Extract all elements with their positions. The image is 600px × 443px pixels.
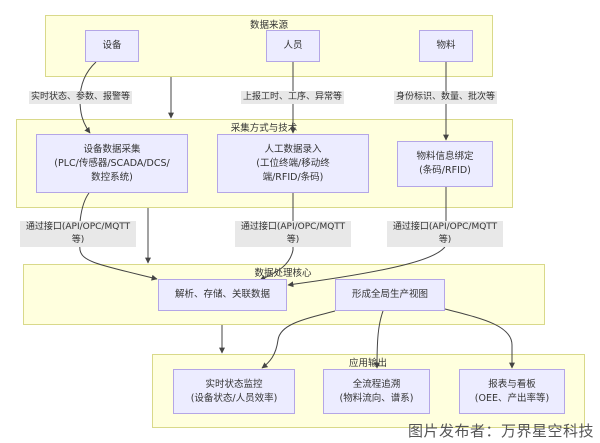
- node-traceability-detail: (物料流向、谱系): [339, 392, 414, 404]
- node-equipment[interactable]: 设备: [85, 30, 139, 62]
- node-reports-detail: (OEE、产出率等): [474, 392, 550, 404]
- node-equipment-label: 设备: [102, 40, 122, 51]
- node-equipment-collect-detail-1: (PLC/传感器/SCADA/DCS/: [54, 157, 170, 169]
- node-material-bind-title: 物料信息绑定: [416, 151, 474, 162]
- cluster-title-processing-core: 数据处理核心: [254, 268, 312, 279]
- cluster-title-data-sources: 数据来源: [249, 20, 289, 31]
- edge-label-entry-interface: 通过接口(API/OPC/MQTT 等): [235, 221, 351, 247]
- cluster-title-application-output: 应用输出: [348, 358, 388, 369]
- node-equipment-collect-detail-2: 数控系统): [91, 171, 133, 183]
- node-parse-store-label: 解析、存储、关联数据: [174, 289, 270, 300]
- node-reports[interactable]: 报表与看板 (OEE、产出率等): [459, 369, 565, 414]
- node-material-label: 物料: [436, 40, 456, 51]
- node-traceability[interactable]: 全流程追溯 (物料流向、谱系): [323, 369, 430, 414]
- cluster-title-collection-methods: 采集方式与技术: [230, 123, 298, 134]
- edge-label-entry-line-1: 通过接口(API/OPC/MQTT: [240, 222, 346, 232]
- node-global-view-label: 形成全局生产视图: [351, 289, 428, 300]
- edge-label-personnel: 上报工时、工序、异常等: [241, 91, 345, 104]
- node-traceability-title: 全流程追溯: [352, 378, 401, 390]
- node-material-bind[interactable]: 物料信息绑定 (条码/RFID): [397, 141, 493, 187]
- edge-label-collect-interface: 通过接口(API/OPC/MQTT 等): [20, 221, 136, 247]
- node-material[interactable]: 物料: [419, 30, 473, 62]
- publisher-watermark: 图片发布者：万界星空科技: [407, 422, 594, 440]
- node-manual-entry[interactable]: 人工数据录入 (工位终端/移动终 端/RFID/条码): [217, 134, 369, 193]
- edge-label-collect-line-1: 通过接口(API/OPC/MQTT: [25, 222, 131, 232]
- node-global-view[interactable]: 形成全局生产视图: [335, 279, 445, 311]
- node-realtime-monitor[interactable]: 实时状态监控 (设备状态/人员效率): [173, 369, 295, 414]
- node-personnel-label: 人员: [283, 40, 303, 51]
- node-equipment-collect[interactable]: 设备数据采集 (PLC/传感器/SCADA/DCS/ 数控系统): [36, 134, 188, 193]
- node-equipment-collect-title: 设备数据采集: [83, 143, 141, 155]
- node-reports-title: 报表与看板: [488, 378, 536, 390]
- node-manual-entry-detail-1: (工位终端/移动终: [256, 157, 330, 169]
- node-manual-entry-detail-2: 端/RFID/条码): [262, 171, 324, 183]
- edge-label-bind-interface: 通过接口(API/OPC/MQTT 等): [387, 221, 503, 247]
- edge-label-material: 身份标识、数量、批次等: [394, 91, 498, 104]
- edge-label-bind-line-1: 通过接口(API/OPC/MQTT: [392, 222, 498, 232]
- edge-label-collect-line-2: 等): [71, 235, 85, 245]
- node-realtime-monitor-detail: (设备状态/人员效率): [190, 392, 278, 404]
- edge-label-entry-line-2: 等): [286, 235, 300, 245]
- edge-label-bind-line-2: 等): [438, 235, 452, 245]
- node-material-bind-detail: (条码/RFID): [419, 165, 471, 176]
- node-realtime-monitor-title: 实时状态监控: [205, 378, 263, 390]
- node-personnel[interactable]: 人员: [266, 30, 320, 62]
- edge-label-equipment: 实时状态、参数、报警等: [29, 91, 133, 104]
- node-manual-entry-title: 人工数据录入: [264, 143, 322, 155]
- node-parse-store[interactable]: 解析、存储、关联数据: [158, 279, 287, 311]
